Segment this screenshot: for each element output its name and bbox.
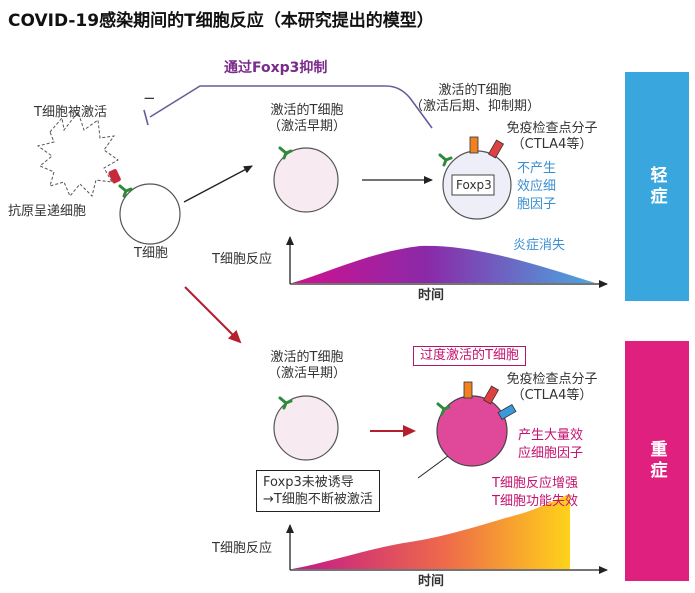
no-cytokine-line3: 胞因子 — [517, 197, 557, 212]
arrow-to-severe — [184, 286, 242, 344]
checkpoint-severe-label: 免疫检查点分子 （CTLA4等） — [492, 372, 612, 404]
checkpoint-severe-line2: （CTLA4等） — [511, 388, 593, 403]
enhanced-line1: T细胞反应增强 — [492, 476, 578, 491]
inhibition-curve — [149, 85, 433, 129]
late-label-line1: 激活的T细胞 — [438, 83, 512, 98]
no-cytokine-line2: 效应细 — [517, 179, 557, 194]
inhibit-label: 通过Foxp3抑制 — [224, 60, 328, 76]
foxp3-note-line2: →T细胞不断被激活 — [263, 492, 373, 507]
early-mild-label: 激活的T细胞 （激活早期） — [252, 103, 362, 135]
late-checkpoint-orange — [469, 136, 479, 154]
early-severe-label-line1: 激活的T细胞 — [270, 350, 344, 365]
mild-band: 轻症 — [625, 72, 689, 301]
no-cytokine-line1: 不产生 — [517, 161, 557, 176]
early-cell-mild-receptor — [278, 146, 293, 160]
severe-band-label: 重症 — [646, 440, 667, 482]
inhibition-bar — [143, 109, 149, 126]
enhanced-label: T细胞反应增强 T细胞功能失效 — [492, 475, 578, 511]
early-cell-mild — [273, 147, 339, 213]
cytokine-label: 产生大量效 应细胞因子 — [518, 427, 583, 463]
early-mild-label-line1: 激活的T细胞 — [270, 103, 344, 118]
late-label: 激活的T细胞 （激活后期、抑制期） — [405, 83, 545, 115]
note-pointer — [417, 455, 449, 479]
severe-band: 重症 — [625, 341, 689, 581]
early-cell-severe-receptor — [278, 396, 293, 410]
foxp3-note-line1: Foxp3未被诱导 — [263, 475, 354, 490]
tcell-activated-label: T细胞被激活 — [34, 105, 107, 120]
tcell-label: T细胞 — [134, 246, 168, 261]
mild-response-curve — [292, 245, 595, 283]
apc-mhc — [108, 169, 121, 184]
apc-label: 抗原呈递细胞 — [8, 204, 87, 219]
naive-tcell-receptor — [118, 184, 133, 198]
arrow-to-early-mild — [183, 165, 253, 203]
naive-tcell — [119, 183, 181, 245]
cytokine-line1: 产生大量效 — [518, 428, 584, 443]
apc-cell — [36, 110, 119, 197]
checkpoint-severe-line1: 免疫检查点分子 — [506, 372, 598, 387]
cytokine-line2: 应细胞因子 — [518, 446, 584, 461]
foxp3-label: Foxp3 — [456, 178, 492, 192]
minus-sign: − — [143, 89, 156, 107]
early-severe-label-line2: （激活早期） — [267, 366, 346, 381]
checkpoint-mild-line1: 免疫检查点分子 — [506, 121, 598, 136]
early-cell-severe — [273, 395, 339, 461]
severe-checkpoint-blue — [497, 403, 517, 421]
page-title: COVID-19感染期间的T细胞反应（本研究提出的模型） — [8, 11, 434, 31]
late-label-line2: （激活后期、抑制期） — [409, 99, 540, 114]
checkpoint-mild-label: 免疫检查点分子 （CTLA4等） — [492, 121, 612, 153]
severe-time-axis-label: 时间 — [418, 574, 445, 589]
foxp3-note: Foxp3未被诱导 →T细胞不断被激活 — [256, 470, 380, 512]
mild-band-label: 轻症 — [646, 165, 667, 208]
severe-response-curve — [292, 494, 570, 569]
severe-checkpoint-orange — [463, 381, 473, 399]
over-activated-label: 过度激活的T细胞 — [413, 346, 526, 366]
severe-response-axis-label: T细胞反应 — [212, 541, 272, 556]
late-cell-receptor — [438, 153, 453, 167]
over-activated-receptor — [436, 402, 451, 416]
enhanced-line2: T细胞功能失效 — [492, 494, 578, 509]
severe-checkpoint-red — [482, 385, 500, 405]
late-checkpoint-red — [487, 139, 505, 159]
no-cytokine-label: 不产生 效应细 胞因子 — [517, 160, 556, 214]
checkpoint-mild-line2: （CTLA4等） — [511, 137, 593, 152]
early-mild-label-line2: （激活早期） — [267, 119, 346, 134]
mild-response-axis-label: T细胞反应 — [212, 252, 272, 267]
early-severe-label: 激活的T细胞 （激活早期） — [252, 350, 362, 382]
resolved-label: 炎症消失 — [513, 238, 566, 253]
mild-time-axis-label: 时间 — [418, 288, 445, 303]
foxp3-box — [451, 174, 495, 196]
